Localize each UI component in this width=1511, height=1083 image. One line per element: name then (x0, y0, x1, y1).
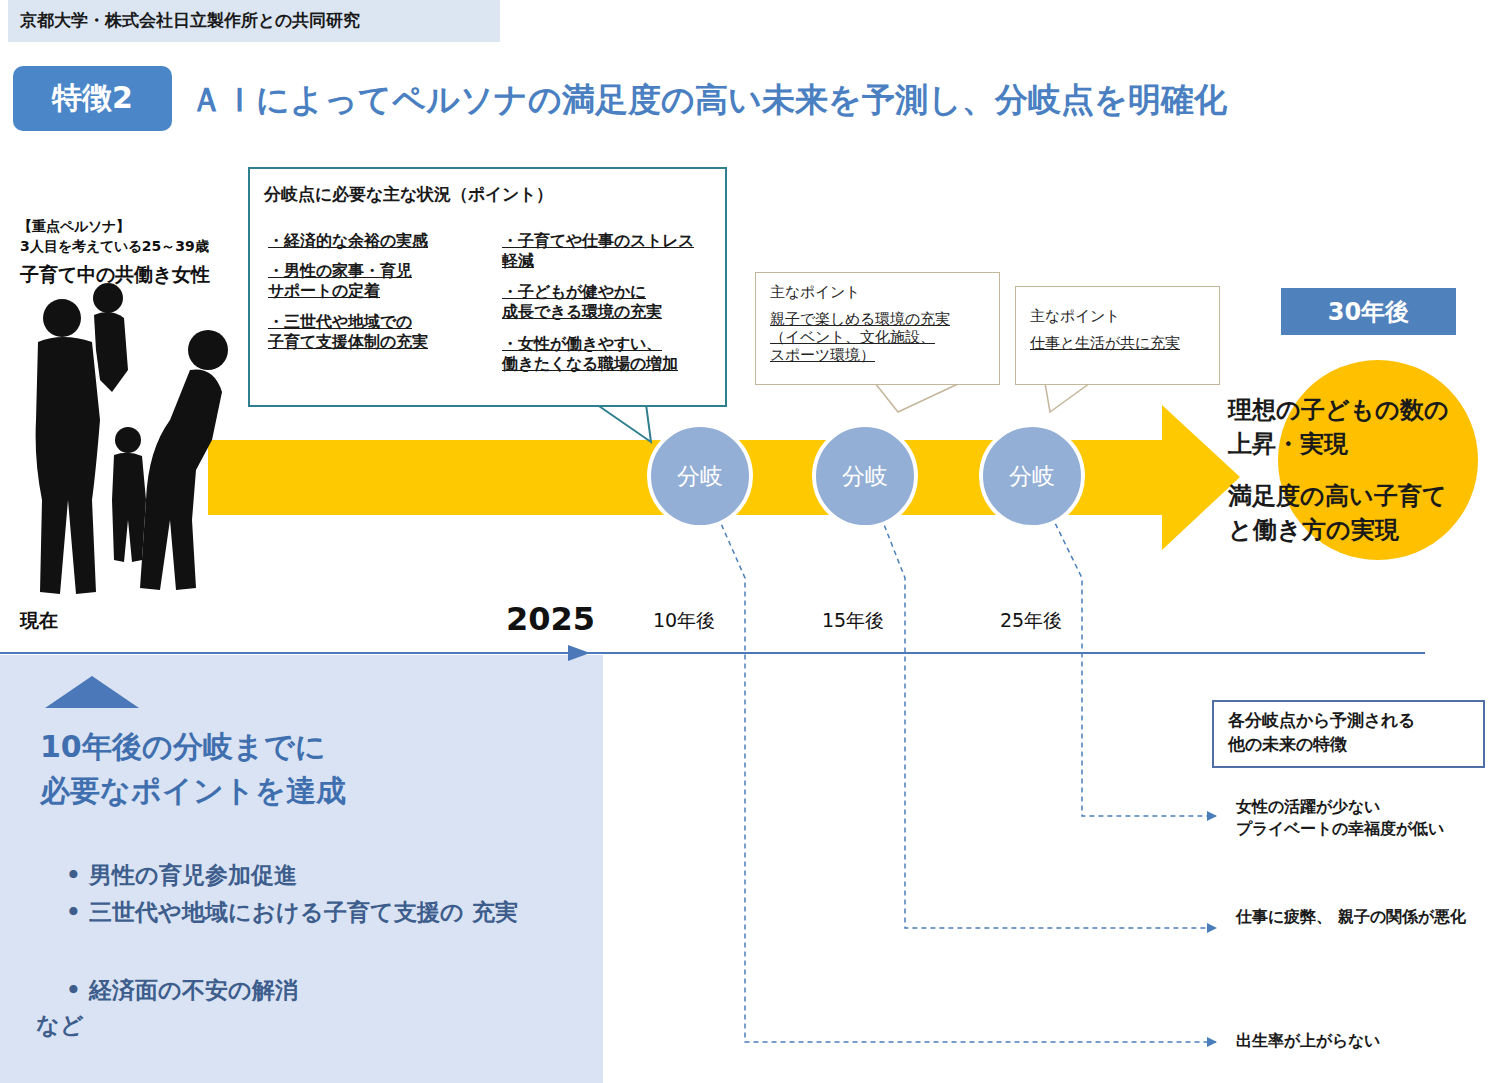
label: 25年後 (1000, 608, 1062, 634)
outcome-text: 女性の活躍が少ない プライベートの幸福度が低い (1236, 796, 1496, 842)
branch-circle: 分岐 (978, 422, 1086, 530)
outcome-text: 出生率が上がらない (1236, 1030, 1496, 1056)
circle-shape (814, 425, 916, 527)
node-text: • 男性の育児参加促進 (66, 860, 566, 891)
feature-badge: 特徴2 (13, 66, 172, 131)
node-text: 主なポイント (770, 283, 985, 302)
goal-node: 理想の子どもの数の 上昇・実現満足度の高い子育て と働き方の実現 (1278, 360, 1478, 560)
node-text: • 三世代や地域における子育て支援の 充実 (66, 895, 596, 930)
label: 3人目を考えている25～39歳 (20, 238, 209, 256)
circle-shape (981, 425, 1083, 527)
node-text: 理想の子どもの数の 上昇・実現 (1228, 394, 1500, 461)
node-text: 特徴2 (52, 78, 133, 119)
node-text: ・三世代や地域での 子育て支援体制の充実 (268, 312, 493, 352)
callout-box: 主なポイント親子で楽しめる環境の充実 （イベント、文化施設、スポーツ環境） (755, 272, 1000, 385)
node-text: 仕事に疲弊、 親子の関係が悪化 (1236, 906, 1496, 928)
year-badge: 30年後 (1281, 288, 1456, 335)
outcome-text: 仕事に疲弊、 親子の関係が悪化 (1236, 906, 1496, 952)
panel-triangle (45, 676, 139, 708)
family-silhouette (36, 283, 228, 594)
node-text: 分岐 (842, 461, 888, 492)
timeline (0, 652, 1425, 654)
goal-panel: 10年後の分岐までに 必要なポイントを達成 • 男性の育児参加促進 • 三世代や地域… (0, 655, 603, 1083)
dashed-connector (721, 525, 1216, 1043)
node-text: ・女性が働きやすい、 働きたくなる職場の増加 (502, 334, 722, 374)
label: 現在 (20, 608, 58, 634)
callout-tail (596, 404, 651, 442)
circle-shape (649, 425, 751, 527)
node-text: 親子で楽しめる環境の充実 （イベント、文化施設、スポーツ環境） (770, 310, 985, 364)
node-text: 各分岐点から予測される 他の未来の特徴 (1228, 709, 1469, 757)
callout-box: 主なポイント仕事と生活が共に充実 (1015, 286, 1220, 385)
label: 2025 (506, 600, 595, 638)
node-text: など (36, 1010, 236, 1041)
node-text: 京都大学・株式会社日立製作所との共同研究 (20, 9, 488, 32)
panel-ground (0, 655, 603, 1083)
node-text: ・経済的な余裕の実感 (268, 231, 493, 251)
node-text: 分岐 (677, 461, 723, 492)
label: 15年後 (822, 608, 884, 634)
label: 子育て中の共働き女性 (20, 262, 210, 288)
label: 10年後 (653, 608, 715, 634)
legend-box: 各分岐点から予測される 他の未来の特徴 (1212, 700, 1485, 768)
node-text: 仕事と生活が共に充実 (1030, 334, 1205, 353)
node-text: ・子どもが健やかに 成長できる環境の充実 (502, 282, 722, 322)
node-text: 分岐 (1009, 461, 1055, 492)
dashed-connector (1055, 524, 1216, 816)
node-text: • 経済面の不安の解消 (66, 975, 566, 1006)
dashed-connector (884, 525, 1216, 928)
callout-tail (875, 383, 960, 412)
node-text: ・男性の家事・育児 サポートの定着 (268, 261, 493, 301)
node-text: 女性の活躍が少ない プライベートの幸福度が低い (1236, 796, 1496, 841)
branch-circle: 分岐 (646, 422, 754, 530)
node-text: 30年後 (1328, 296, 1409, 328)
timeline-arrowhead (568, 645, 590, 661)
node-text: 出生率が上がらない (1236, 1030, 1496, 1052)
label: 【重点ペルソナ】 (18, 218, 130, 236)
node-text: 満足度の高い子育て と働き方の実現 (1228, 480, 1500, 547)
branch-circle: 分岐 (811, 422, 919, 530)
source-banner: 京都大学・株式会社日立製作所との共同研究 (8, 0, 500, 42)
future-arrow (208, 405, 1240, 550)
node-text: 分岐点に必要な主な状況（ポイント） (264, 183, 714, 206)
title: ＡＩによってペルソナの満足度の高い未来を予測し、分岐点を明確化 (190, 78, 1227, 123)
node-text: 10年後の分岐までに 必要なポイントを達成 (40, 725, 580, 812)
node-text: 主なポイント (1030, 307, 1205, 326)
node-text: ・子育てや仕事のストレス 軽減 (502, 231, 722, 271)
callout-tail (1045, 383, 1090, 412)
callout-box: 分岐点に必要な主な状況（ポイント） ・経済的な余裕の実感・男性の家事・育児 サポー… (248, 167, 727, 407)
